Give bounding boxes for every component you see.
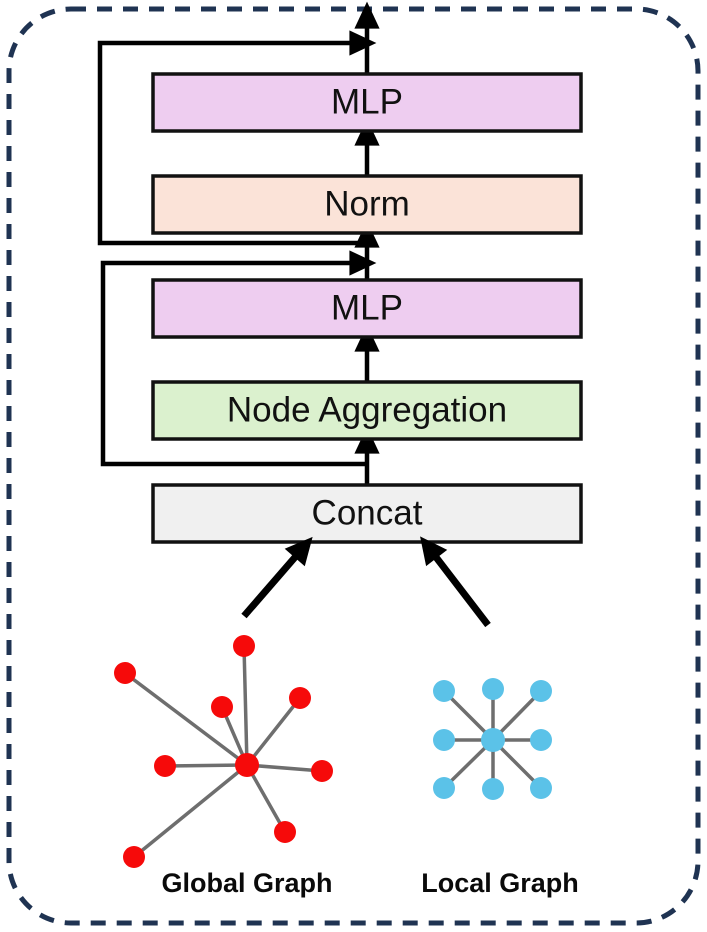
block-node-aggregation: Node Aggregation [151, 380, 583, 441]
block-rect-norm [151, 174, 583, 235]
block-rect-mlp-top [151, 72, 583, 133]
input-arrow-local-graph-to-concat [420, 536, 491, 628]
global-graph-edge-4 [163, 763, 249, 768]
global-graph-edge-6 [245, 763, 287, 834]
global-graph-edge-7 [132, 763, 249, 859]
block-rect-node-aggregation [151, 380, 583, 441]
local-graph-node-4 [530, 729, 552, 751]
local-graph-caption: Local Graph [421, 868, 579, 898]
block-label-node-aggregation: Node Aggregation [227, 390, 507, 429]
local-graph-node-7 [530, 777, 552, 799]
block-label-concat: Concat [312, 493, 423, 532]
global-graph-edge-0 [242, 644, 249, 767]
global-graph-center-node [235, 753, 259, 777]
global-graph-node-7 [123, 846, 145, 868]
local-graph-node-5 [433, 777, 455, 799]
block-label-norm: Norm [324, 184, 410, 223]
local-graph: Local Graph [421, 678, 579, 898]
global-graph-node-3 [289, 687, 311, 709]
local-graph-node-1 [482, 678, 504, 700]
global-graph: Global Graph [114, 635, 333, 898]
global-graph-edge-3 [245, 696, 302, 767]
block-mlp-bottom: MLP [151, 278, 583, 339]
graph-illustrations: Global Graph Local Graph [114, 635, 579, 898]
local-graph-center-node [481, 728, 505, 752]
residual-outer-path [97, 30, 377, 246]
block-rect-concat [151, 483, 583, 544]
global-graph-edge-1 [123, 671, 249, 767]
local-graph-node-0 [433, 680, 455, 702]
block-norm: Norm [151, 174, 583, 235]
block-label-mlp-bottom: MLP [331, 288, 403, 327]
block-concat: Concat [151, 483, 583, 544]
graph-input-arrows [241, 536, 491, 628]
global-graph-node-1 [114, 662, 136, 684]
block-rect-mlp-bottom [151, 278, 583, 339]
global-graph-node-2 [211, 696, 233, 718]
local-graph-node-2 [530, 680, 552, 702]
input-arrow-global-graph-to-concat [241, 536, 313, 619]
global-graph-node-5 [311, 760, 333, 782]
block-label-mlp-top: MLP [331, 82, 403, 121]
dashed-module-frame [6, 6, 701, 926]
local-graph-node-6 [482, 778, 504, 800]
global-graph-node-0 [233, 635, 255, 657]
residual-inner-path [100, 250, 377, 467]
local-graph-node-3 [433, 729, 455, 751]
block-mlp-top: MLP [151, 72, 583, 133]
residual-connections [97, 30, 377, 467]
global-graph-node-4 [154, 755, 176, 777]
global-graph-edge-5 [245, 763, 324, 773]
global-graph-caption: Global Graph [161, 868, 332, 898]
global-graph-node-6 [274, 821, 296, 843]
